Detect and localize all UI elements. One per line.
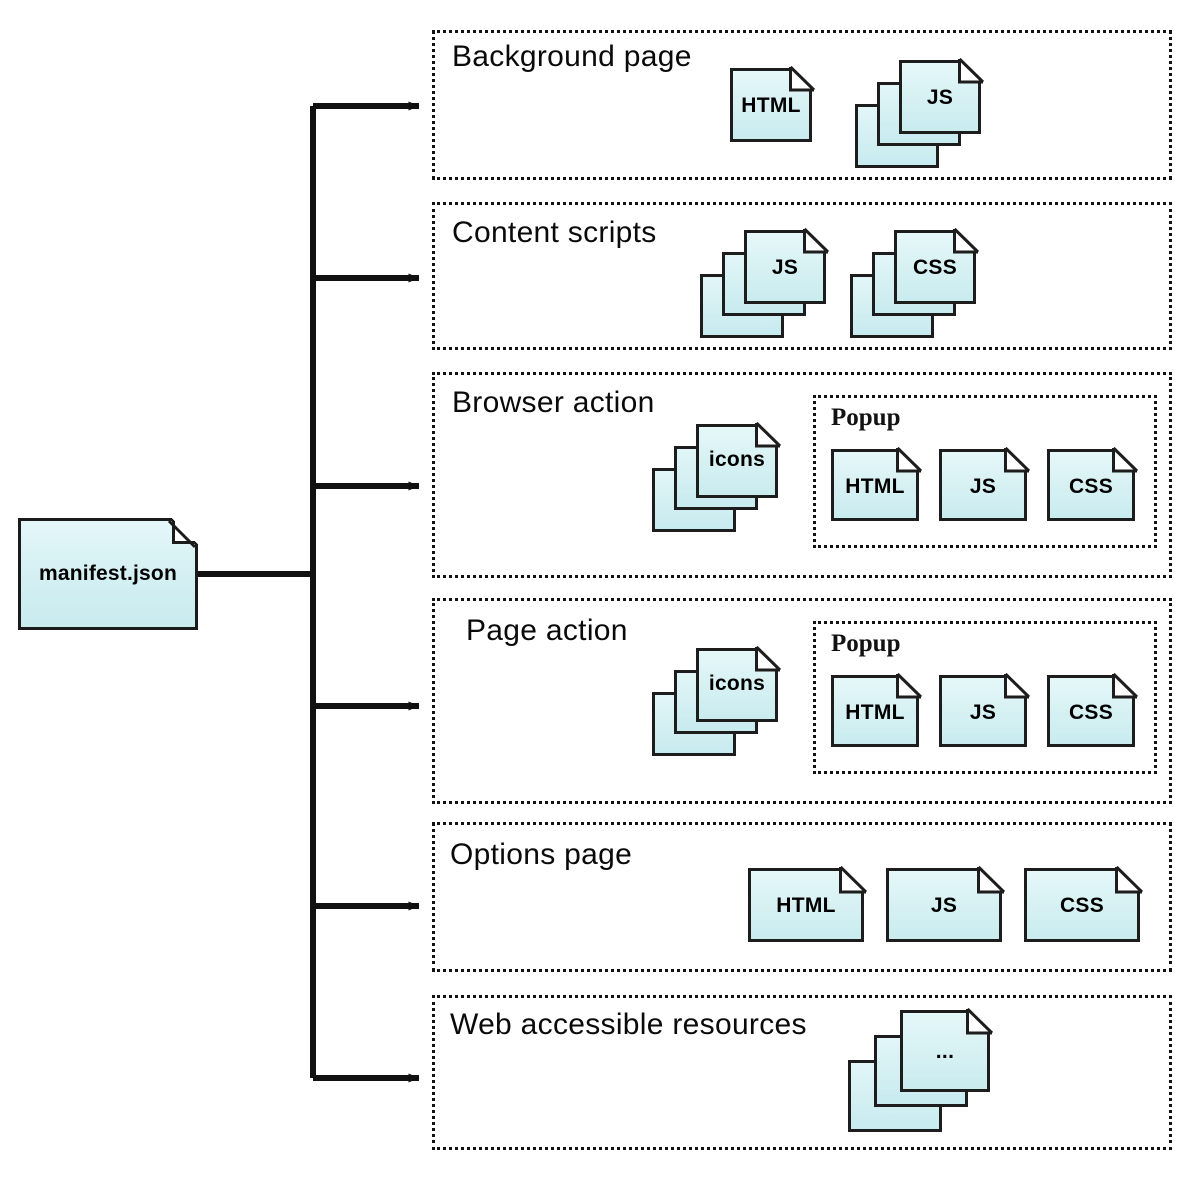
fold-corner-icon [958, 57, 985, 84]
fold-corner-icon [1112, 446, 1139, 473]
file-stack-icons[interactable]: icons [652, 421, 782, 534]
manifest-json-label: manifest.json [39, 562, 177, 585]
file-label: JS [926, 86, 954, 109]
popup-group-page-action[interactable] [813, 621, 1157, 774]
section-web-accessible-resources[interactable] [432, 995, 1172, 1150]
section-page-action[interactable] [432, 598, 1172, 804]
manifest-json-node[interactable]: manifest.json [18, 518, 198, 630]
section-title-content-scripts: Content scripts [452, 216, 657, 249]
section-content-scripts[interactable] [432, 202, 1172, 350]
fold-corner-icon [803, 227, 830, 254]
popup-group-browser-action[interactable] [813, 395, 1157, 548]
file-label: icons [708, 672, 766, 695]
file-stack-resources[interactable]: ... [848, 1007, 994, 1132]
file-label: HTML [741, 94, 801, 117]
section-title-browser-action: Browser action [452, 386, 655, 419]
file-label: icons [708, 448, 766, 471]
fold-corner-icon [896, 672, 923, 699]
section-background-page[interactable] [432, 30, 1172, 180]
fold-corner-icon [1004, 446, 1031, 473]
file-stack-js[interactable]: JS [700, 227, 830, 340]
file-label: HTML [776, 894, 836, 917]
fold-corner-icon [167, 519, 197, 549]
file-label: JS [969, 701, 997, 724]
file-stack-icons[interactable]: icons [652, 645, 782, 758]
file-sheet [831, 449, 919, 521]
file-label: HTML [845, 475, 905, 498]
file-label: CSS [912, 256, 958, 279]
file-sheet [831, 675, 919, 747]
file-icon-js[interactable]: JS [939, 446, 1031, 521]
fold-corner-icon [966, 1007, 994, 1035]
file-icon-css[interactable]: CSS [1024, 865, 1144, 942]
file-label: JS [771, 256, 799, 279]
fold-corner-icon [977, 865, 1006, 894]
fold-corner-icon [953, 227, 980, 254]
fold-corner-icon [896, 446, 923, 473]
section-title-web-accessible-resources: Web accessible resources [450, 1008, 807, 1041]
file-icon-js[interactable]: JS [886, 865, 1006, 942]
file-icon-js[interactable]: JS [939, 672, 1031, 747]
file-icon-html[interactable]: HTML [831, 672, 923, 747]
section-browser-action[interactable] [432, 372, 1172, 578]
file-icon-html[interactable]: HTML [831, 446, 923, 521]
file-stack-css[interactable]: CSS [850, 227, 980, 340]
file-icon-html[interactable]: HTML [730, 65, 816, 142]
section-title-options-page: Options page [450, 838, 633, 871]
section-title-background-page: Background page [452, 40, 692, 73]
file-label: CSS [1068, 475, 1114, 498]
section-options-page[interactable] [432, 822, 1172, 972]
fold-corner-icon [755, 645, 782, 672]
fold-corner-icon [1004, 672, 1031, 699]
popup-group-label-browser-action: Popup [831, 404, 901, 431]
fold-corner-icon [1115, 865, 1144, 894]
section-title-page-action: Page action [466, 614, 628, 647]
file-label: CSS [1059, 894, 1105, 917]
popup-group-label-page-action: Popup [831, 630, 901, 657]
file-label: ... [935, 1040, 955, 1063]
file-icon-css[interactable]: CSS [1047, 446, 1139, 521]
file-label: CSS [1068, 701, 1114, 724]
file-stack-js[interactable]: JS [855, 57, 985, 170]
fold-corner-icon [1112, 672, 1139, 699]
file-icon-css[interactable]: CSS [1047, 672, 1139, 747]
fold-corner-icon [789, 65, 816, 92]
file-sheet [730, 68, 812, 142]
fold-corner-icon [755, 421, 782, 448]
fold-corner-icon [839, 865, 868, 894]
file-label: JS [969, 475, 997, 498]
file-icon-html[interactable]: HTML [748, 865, 868, 942]
file-label: HTML [845, 701, 905, 724]
file-label: JS [930, 894, 958, 917]
